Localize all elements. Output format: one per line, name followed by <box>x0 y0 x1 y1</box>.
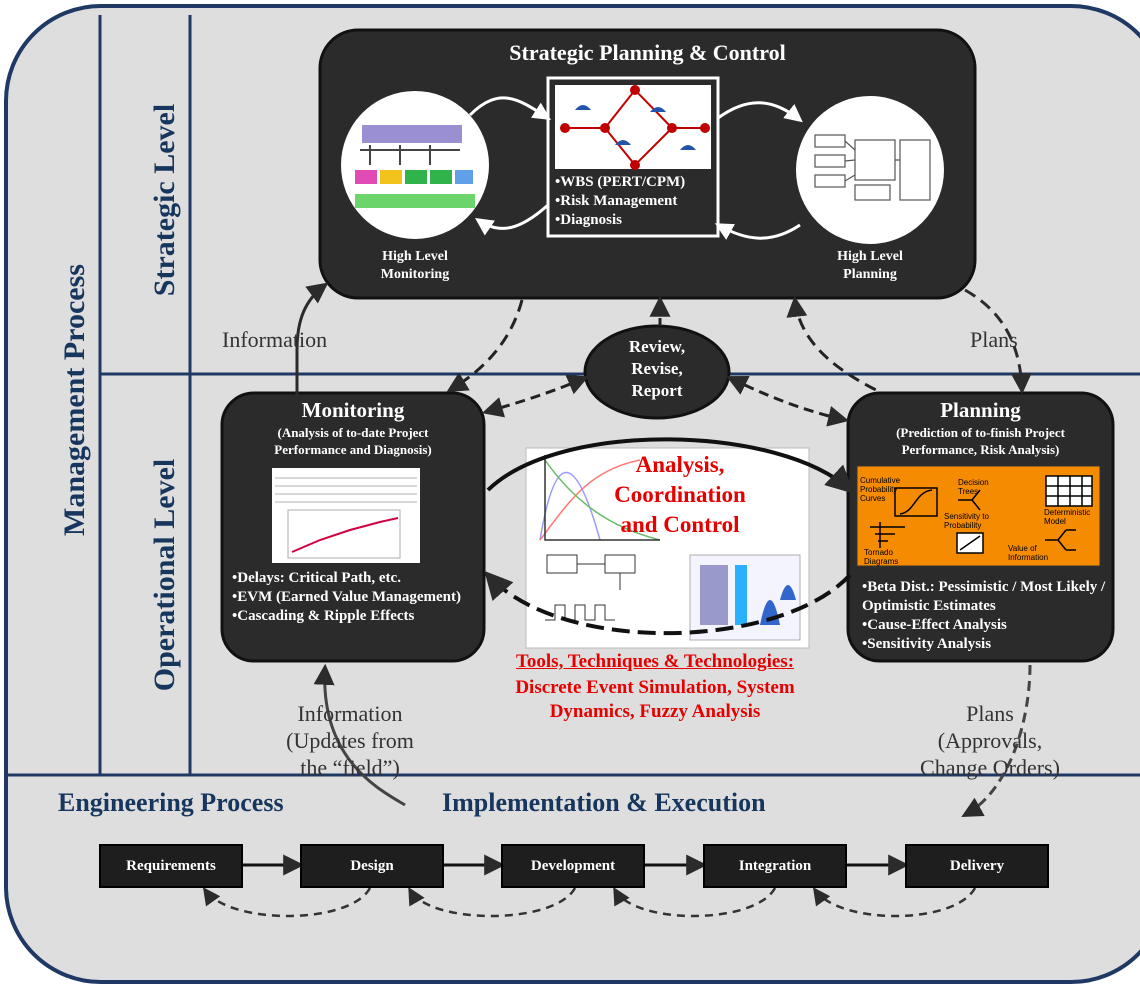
monitoring-bullet: Delays: Critical Path, etc. <box>232 569 472 588</box>
planning-bullet: Cause-Effect Analysis <box>862 616 1107 635</box>
flow-line: the “field”) <box>300 755 400 780</box>
caption-line: Monitoring <box>380 267 450 282</box>
management-process-label: Management Process <box>58 264 91 536</box>
deterministic-model-label: Deterministic Model <box>1044 508 1091 526</box>
planning-title: Planning <box>940 398 1021 422</box>
operational-level-label: Operational Level <box>148 458 181 692</box>
wbs-distributions <box>575 105 696 150</box>
step-requirements: Requirements <box>99 844 243 888</box>
monitoring-subtitle: (Analysis of to-date Project Performance… <box>222 424 484 458</box>
monitoring-thumbnail <box>355 125 475 208</box>
planning-circle <box>796 96 944 244</box>
cumulative-curves-label: Cumulative Probability Curves <box>860 476 901 503</box>
plans-approvals-label: Plans (Approvals, Change Orders) <box>905 700 1075 781</box>
strategic-bullet: Diagnosis <box>555 211 685 230</box>
high-level-monitoring-caption: High Level Monitoring <box>345 248 485 284</box>
caption-line: Planning <box>843 267 897 282</box>
tools-body: Discrete Event Simulation, System Dynami… <box>440 676 870 724</box>
flow-line: Information <box>297 701 403 726</box>
analysis-graph-curves <box>539 455 661 541</box>
monitoring-trend-line <box>291 517 399 553</box>
high-level-planning-caption: High Level Planning <box>800 248 940 284</box>
implementation-title: Implementation & Execution <box>442 788 766 817</box>
analysis-line: Analysis, <box>635 452 725 477</box>
analysis-line: and Control <box>620 512 740 537</box>
analysis-coordination-control: Analysis, Coordination and Control <box>580 450 780 540</box>
planning-subtitle: (Prediction of to-finish Project Perform… <box>848 424 1113 458</box>
tools-line: Discrete Event Simulation, System <box>515 677 795 698</box>
caption-line: High Level <box>382 249 448 264</box>
analysis-fuzzy-bars <box>700 565 796 625</box>
strategic-level-label: Strategic Level <box>148 103 181 297</box>
subtitle-line: Performance, Risk Analysis) <box>901 442 1060 457</box>
monitoring-title: Monitoring <box>301 398 405 422</box>
information-field-label: Information (Updates from the “field”) <box>260 700 440 781</box>
flow-line: Change Orders) <box>920 755 1060 780</box>
planning-bullets: Beta Dist.: Pessimistic / Most Likely / … <box>862 578 1107 654</box>
flow-line: (Updates from <box>286 728 414 753</box>
value-of-information-label: Value of Information <box>1008 544 1049 562</box>
review-line: Review, <box>628 337 686 356</box>
decision-trees-label: Decision Trees <box>958 478 989 496</box>
monitoring-circle <box>341 91 489 239</box>
monitoring-bullet: Cascading & Ripple Effects <box>232 607 472 626</box>
monitoring-chart-thumb <box>272 468 420 563</box>
arrow-monitor-to-plan <box>486 437 855 494</box>
subtitle-line: (Prediction of to-finish Project <box>896 425 1065 440</box>
tools-line: Dynamics, Fuzzy Analysis <box>549 701 761 722</box>
tools-title: Tools, Techniques & Technologies: <box>515 651 795 672</box>
tornado-diagrams-label: Tornado Diagrams <box>864 548 899 566</box>
strategic-bullet: WBS (PERT/CPM) <box>555 173 685 192</box>
plans-down-label: Plans <box>970 327 1018 352</box>
strategic-bullet: Risk Management <box>555 192 685 211</box>
review-line: Revise, <box>631 359 683 378</box>
review-revise-report: Review, Revise, Report <box>585 336 729 402</box>
planning-thumbnail <box>814 134 931 201</box>
flow-line: Plans <box>966 701 1014 726</box>
analysis-system-diagram <box>545 554 636 621</box>
monitoring-bullets: Delays: Critical Path, etc. EVM (Earned … <box>232 569 472 626</box>
step-integration: Integration <box>703 844 847 888</box>
planning-bullet: Sensitivity Analysis <box>862 635 1107 654</box>
strategic-title: Strategic Planning & Control <box>509 40 786 65</box>
planning-tools-icons <box>870 475 1093 554</box>
review-ellipse <box>583 324 731 420</box>
step-design: Design <box>300 844 444 888</box>
sensitivity-label: Sensitivity to Probability <box>944 512 989 530</box>
monitoring-bullet: EVM (Earned Value Management) <box>232 588 472 607</box>
flow-line: (Approvals, <box>937 728 1043 753</box>
planning-bullet: Beta Dist.: Pessimistic / Most Likely / … <box>862 578 1107 616</box>
information-up-label: Information <box>222 327 328 352</box>
arrow-plan-to-monitor <box>484 570 852 636</box>
strategic-bullets: WBS (PERT/CPM) Risk Management Diagnosis <box>555 173 685 230</box>
subtitle-line: Performance and Diagnosis) <box>274 442 432 457</box>
review-line: Report <box>631 381 683 400</box>
wbs-network-graph <box>560 85 710 170</box>
engineering-process-label: Engineering Process <box>58 788 284 817</box>
step-development: Development <box>501 844 645 888</box>
caption-line: High Level <box>837 249 903 264</box>
monitoring-table-lines <box>275 477 417 559</box>
step-delivery: Delivery <box>905 844 1049 888</box>
analysis-line: Coordination <box>614 482 746 507</box>
subtitle-line: (Analysis of to-date Project <box>277 425 429 440</box>
